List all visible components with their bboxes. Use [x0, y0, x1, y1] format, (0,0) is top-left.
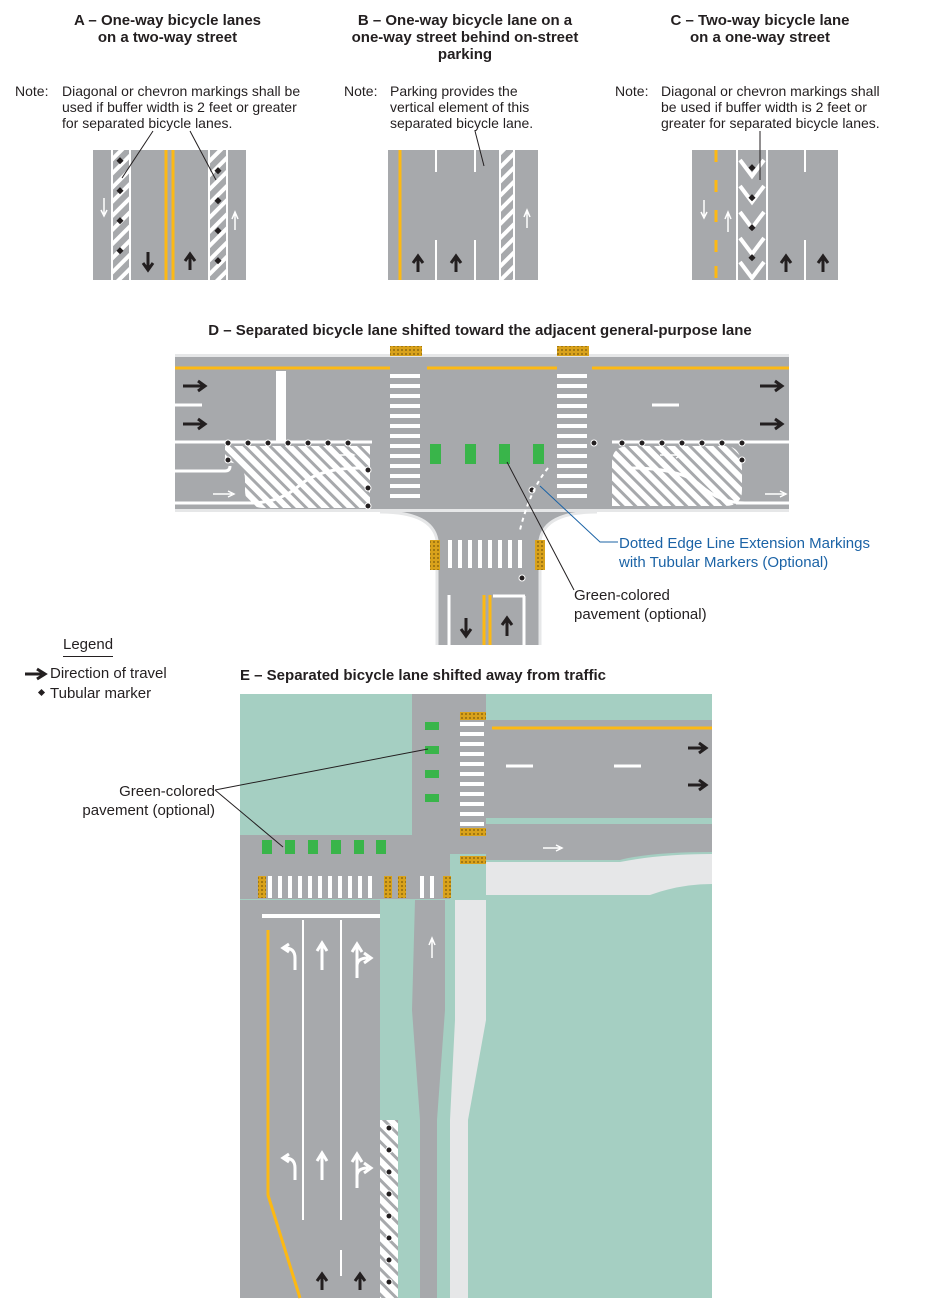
callout-line: Green-colored [119, 783, 215, 800]
note-label: Note: [615, 83, 649, 99]
panel-b-street [388, 150, 538, 280]
note-line: greater for separated bicycle lanes. [661, 115, 880, 131]
panel-a-title-line: on a two-way street [97, 29, 238, 46]
note-line: used if buffer width is 2 feet or greate… [62, 99, 297, 115]
note-label: Note: [344, 83, 378, 99]
green-pavement-callout-d: Green-colored pavement (optional) [574, 586, 774, 624]
callout-line: Dotted Edge Line Extension Markings [619, 535, 870, 552]
panel-e-intersection [240, 694, 712, 1299]
panel-b-note: Note: Parking provides the vertical elem… [344, 83, 574, 133]
legend-direction-label: Direction of travel [50, 665, 167, 682]
legend-title: Legend [63, 635, 114, 657]
note-line: separated bicycle lane. [390, 115, 534, 131]
callout-line: pavement (optional) [574, 606, 707, 623]
callout-line: with Tubular Markers (Optional) [619, 554, 829, 571]
note-line: Diagonal or chevron markings shall [661, 83, 880, 99]
panel-c-title-line: on a one-way street [689, 29, 831, 46]
panel-a-street [93, 150, 246, 280]
panel-d-title: D – Separated bicycle lane shifted towar… [208, 322, 752, 339]
panel-c-note: Note: Diagonal or chevron markings shall… [615, 83, 915, 133]
panel-b-title-line: one-way street behind on-street [351, 29, 579, 46]
callout-line: pavement (optional) [82, 802, 215, 819]
note-label: Note: [15, 83, 49, 99]
panel-c-street [692, 150, 838, 282]
panel-b-title-line: parking [437, 46, 493, 63]
note-line: vertical element of this [390, 99, 530, 115]
panel-c-title-line: C – Two-way bicycle lane [670, 12, 850, 29]
note-line: Parking provides the [390, 83, 518, 99]
note-line: for separated bicycle lanes. [62, 115, 233, 131]
dotted-edge-callout: Dotted Edge Line Extension Markings with… [619, 534, 919, 572]
panel-e-title: E – Separated bicycle lane shifted away … [240, 667, 606, 684]
note-line: Diagonal or chevron markings shall be [62, 83, 301, 99]
note-line: be used if buffer width is 2 feet or [661, 99, 867, 115]
panel-a-title: A – One-way bicycle lanes on a two-way s… [40, 12, 295, 46]
panel-b-title: B – One-way bicycle lane on a one-way st… [320, 12, 610, 63]
callout-line: Green-colored [574, 587, 670, 604]
panel-b-title-line: B – One-way bicycle lane on a [357, 12, 573, 29]
panel-c-title: C – Two-way bicycle lane on a one-way st… [640, 12, 880, 46]
panel-a-title-line: A – One-way bicycle lanes [73, 12, 262, 29]
legend-marker-icon [37, 688, 46, 697]
panel-d-intersection [175, 346, 789, 645]
legend-marker-label: Tubular marker [50, 685, 152, 702]
green-pavement-callout-e: Green-colored pavement (optional) [55, 782, 215, 820]
panel-a-note: Note: Diagonal or chevron markings shall… [15, 83, 335, 133]
legend-arrow-icon [25, 667, 48, 681]
